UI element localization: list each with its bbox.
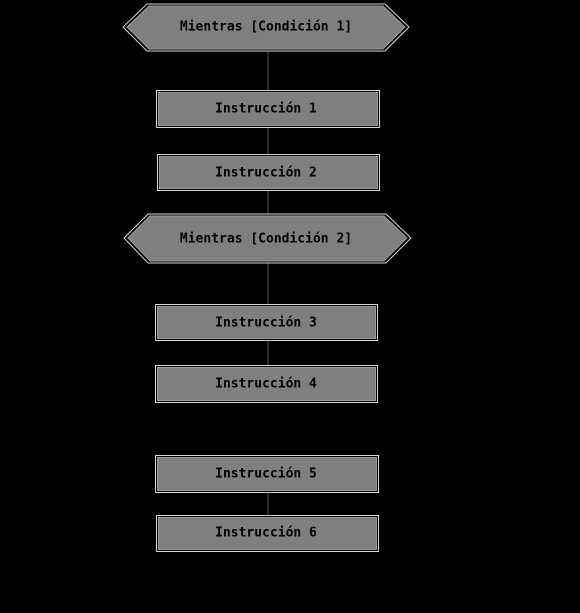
instruction-4-node: Instrucción 4 xyxy=(155,365,378,403)
instruction-4-box xyxy=(157,367,376,401)
instruction-6-box xyxy=(158,517,377,550)
instruction-2-label: Instrucción 2 xyxy=(215,166,317,181)
loop-1-node: Mientras [Condición 1] xyxy=(122,3,410,52)
instruction-3-box xyxy=(157,306,376,339)
instruction-1-node: Instrucción 1 xyxy=(156,90,380,128)
loop-2-label: Mientras [Condición 2] xyxy=(180,232,352,247)
instruction-3-node: Instrucción 3 xyxy=(155,304,378,341)
instruction-6-node: Instrucción 6 xyxy=(156,515,379,552)
instruction-1-box xyxy=(158,92,378,126)
instruction-4-label: Instrucción 4 xyxy=(215,377,317,392)
instruction-3-label: Instrucción 3 xyxy=(215,316,317,331)
loop-2-shape-inner xyxy=(127,215,408,262)
loop-1-shape-inner xyxy=(126,5,406,50)
instruction-2-box xyxy=(159,156,378,189)
instruction-5-node: Instrucción 5 xyxy=(155,455,379,493)
instruction-5-label: Instrucción 5 xyxy=(215,467,317,482)
instruction-6-label: Instrucción 6 xyxy=(215,526,317,541)
instruction-5-box xyxy=(157,457,377,491)
loop-2-node: Mientras [Condición 2] xyxy=(123,213,412,264)
instruction-1-label: Instrucción 1 xyxy=(215,102,317,117)
loop-1-label: Mientras [Condición 1] xyxy=(180,20,352,35)
instruction-2-node: Instrucción 2 xyxy=(157,154,380,191)
